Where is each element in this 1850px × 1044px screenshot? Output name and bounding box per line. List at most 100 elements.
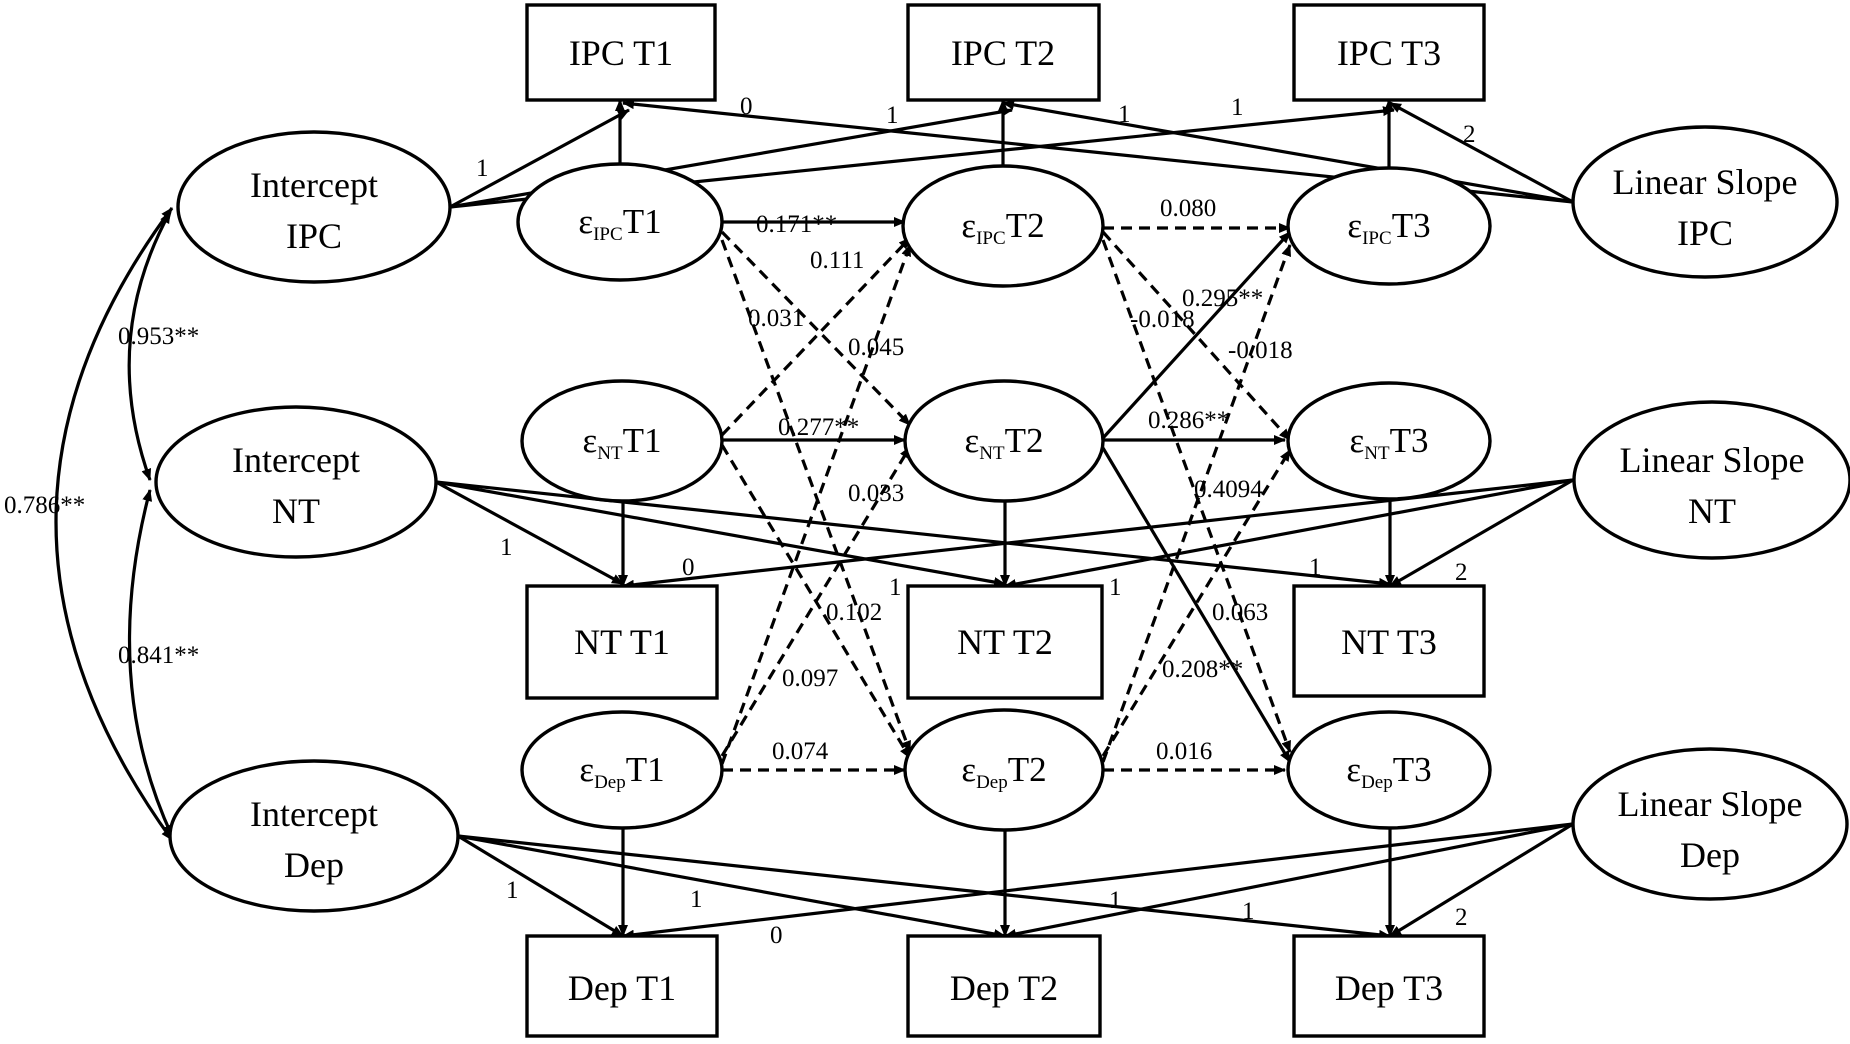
- loading-label: 1: [1231, 94, 1244, 121]
- path-label: 0.277**: [778, 414, 859, 441]
- loading-label: 1: [500, 534, 513, 561]
- loading-label: 1: [886, 102, 899, 129]
- loading-label: 1: [1242, 898, 1255, 925]
- residual-ipc-t3: εIPCT3: [1286, 166, 1492, 286]
- path-label: -0.018: [1130, 306, 1195, 333]
- loading-label: 1: [690, 886, 703, 913]
- path-label: 0.208**: [1162, 656, 1243, 683]
- observed-dep-t1-label: Dep T1: [568, 968, 676, 1008]
- residual-ipc-t2-label: εIPCT2: [961, 206, 1044, 249]
- intercept-dep-line1: Intercept: [250, 794, 378, 834]
- observed-ipc-t3: IPC T3: [1292, 3, 1486, 102]
- intercept-ipc-line1: Intercept: [250, 165, 378, 205]
- corr-label-ipc-dep: 0.786**: [4, 492, 85, 519]
- loading-labels: 1 0 1 1 1 2 1 0 1 1 1 2 1 1 0 1 1 2: [476, 93, 1476, 949]
- slope-ipc: Linear Slope IPC: [1571, 125, 1839, 279]
- residual-dep-t3: εDepT3: [1286, 710, 1492, 830]
- observed-dep-t2-label: Dep T2: [950, 968, 1058, 1008]
- path-label: 0.286**: [1148, 407, 1229, 434]
- observed-dep-t2: Dep T2: [906, 934, 1102, 1038]
- path-label: 0.102: [826, 599, 882, 626]
- slope-nt: Linear Slope NT: [1572, 400, 1850, 560]
- slope-dep-line2: Dep: [1680, 835, 1740, 875]
- paths-t2-t3: [1101, 223, 1292, 775]
- corr-label-ipc-nt: 0.953**: [118, 323, 199, 350]
- observed-nt-t3: NT T3: [1292, 584, 1486, 698]
- loading-label: 0: [770, 922, 783, 949]
- slope-loadings: [622, 99, 1574, 940]
- path-label: 0.295**: [1182, 285, 1263, 312]
- observed-ipc-t2-label: IPC T2: [951, 33, 1055, 73]
- observed-dep-t1: Dep T1: [525, 934, 719, 1038]
- intercept-ipc-line2: IPC: [286, 216, 342, 256]
- residual-nt-t2: εNTT2: [903, 379, 1105, 503]
- observed-nt-t1: NT T1: [525, 584, 719, 700]
- corr-label-nt-dep: 0.841**: [118, 642, 199, 669]
- observed-dep-t3-label: Dep T3: [1335, 968, 1443, 1008]
- slope-ipc-line2: IPC: [1677, 213, 1733, 253]
- path-label: 0.171**: [756, 211, 837, 238]
- path-label: 0.033: [848, 480, 904, 507]
- loading-label: 2: [1463, 121, 1476, 148]
- path-label: 0.111: [810, 247, 864, 274]
- observed-ipc-t1: IPC T1: [525, 3, 717, 102]
- observed-ipc-t3-label: IPC T3: [1337, 33, 1441, 73]
- residual-ipc-t3-label: εIPCT3: [1347, 206, 1430, 249]
- observed-ipc-t2: IPC T2: [906, 3, 1101, 102]
- slope-dep-line1: Linear Slope: [1618, 784, 1803, 824]
- observed-ipc-t1-label: IPC T1: [569, 33, 673, 73]
- residual-dep-t3-label: εDepT3: [1346, 750, 1431, 793]
- residual-dep-t1: εDepT1: [520, 710, 724, 830]
- slope-ipc-line1: Linear Slope: [1613, 162, 1798, 202]
- loading-label: 0: [740, 93, 753, 120]
- observed-nt-t2-label: NT T2: [957, 622, 1053, 662]
- residual-ipc-t1-label: εIPCT1: [578, 202, 661, 245]
- paths-t1-t2: [720, 217, 912, 775]
- residual-ipc-t2: εIPCT2: [901, 164, 1105, 288]
- intercept-dep-line2: Dep: [284, 845, 344, 885]
- loading-label: 1: [1109, 887, 1122, 914]
- intercept-nt-line2: NT: [272, 491, 320, 531]
- intercept-nt: Intercept NT: [154, 405, 438, 559]
- loading-label: 0: [682, 554, 695, 581]
- residual-nt-t3: εNTT3: [1286, 381, 1492, 501]
- path-label: 0.4094: [1194, 476, 1263, 503]
- intercept-correlations: [54, 207, 174, 841]
- slope-nt-line2: NT: [1688, 491, 1736, 531]
- residual-nt-t2-label: εNTT2: [965, 421, 1044, 464]
- loading-label: 1: [506, 877, 519, 904]
- path-label: 0.031: [748, 305, 804, 332]
- residual-dep-t1-label: εDepT1: [579, 750, 664, 793]
- loading-label: 1: [476, 155, 489, 182]
- residual-dep-t2: εDepT2: [903, 708, 1105, 832]
- observed-nt-t2: NT T2: [906, 584, 1104, 700]
- slope-dep: Linear Slope Dep: [1571, 747, 1849, 901]
- observed-nt-t1-label: NT T1: [574, 622, 670, 662]
- path-labels: 0.171** 0.111 0.031 0.045 0.277** 0.033 …: [748, 195, 1293, 765]
- residual-nt-t1-label: εNTT1: [583, 421, 662, 464]
- path-label: 0.074: [772, 738, 829, 765]
- path-label: 0.097: [782, 665, 838, 692]
- observed-dep-t3: Dep T3: [1292, 934, 1486, 1038]
- intercept-ipc: Intercept IPC: [176, 130, 452, 284]
- slope-nt-line1: Linear Slope: [1620, 440, 1805, 480]
- loading-label: 2: [1455, 904, 1468, 931]
- intercept-dep: Intercept Dep: [168, 759, 460, 913]
- path-label: 0.080: [1160, 195, 1216, 222]
- residual-nt-t3-label: εNTT3: [1350, 421, 1429, 464]
- observed-nt-t3-label: NT T3: [1341, 622, 1437, 662]
- intercept-nt-line1: Intercept: [232, 440, 360, 480]
- residual-ipc-t1: εIPCT1: [516, 162, 724, 282]
- loading-label: 1: [1118, 101, 1131, 128]
- loading-label: 2: [1455, 559, 1468, 586]
- path-label: -0.018: [1228, 337, 1293, 364]
- loading-label: 1: [1109, 574, 1122, 601]
- residual-dep-t2-label: εDepT2: [961, 750, 1046, 793]
- loading-label: 1: [889, 574, 902, 601]
- path-label: 0.016: [1156, 738, 1212, 765]
- loading-label: 1: [1309, 554, 1322, 581]
- path-label: 0.063: [1212, 599, 1268, 626]
- residual-nt-t1: εNTT1: [520, 379, 724, 503]
- path-label: 0.045: [848, 334, 904, 361]
